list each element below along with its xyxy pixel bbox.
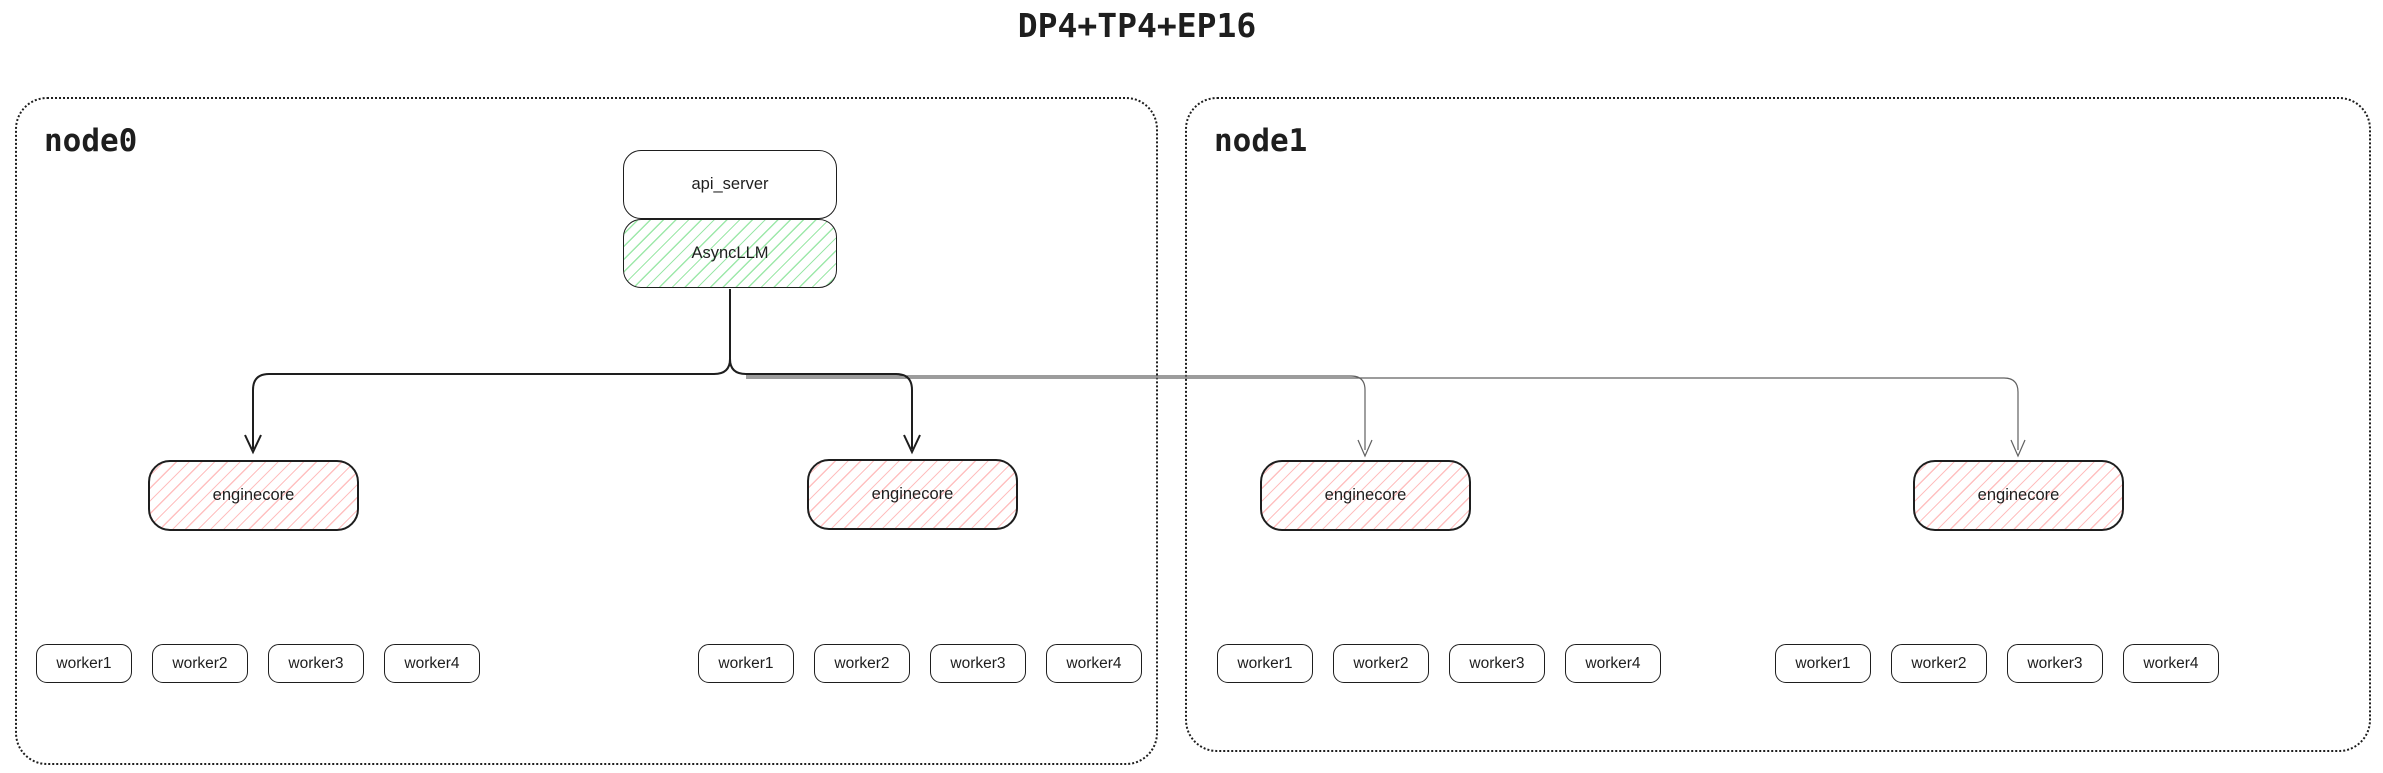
node1-label: node1: [1214, 123, 1308, 159]
enginecore-label: enginecore: [212, 486, 295, 504]
api-server-label: api_server: [691, 175, 769, 193]
worker-box: worker3: [930, 644, 1026, 683]
worker-label: worker3: [288, 654, 344, 672]
worker-label: worker2: [834, 654, 890, 672]
enginecore-box-4: enginecore: [1913, 460, 2124, 531]
worker-label: worker4: [1066, 654, 1122, 672]
worker-box: worker4: [384, 644, 480, 683]
worker-box: worker4: [1565, 644, 1661, 683]
enginecore-label: enginecore: [871, 485, 954, 503]
worker-label: worker3: [1469, 654, 1525, 672]
worker-label: worker2: [1911, 654, 1967, 672]
worker-label: worker1: [56, 654, 112, 672]
enginecore-box-2: enginecore: [807, 459, 1018, 530]
worker-label: worker2: [1353, 654, 1409, 672]
diagram-title: DP4+TP4+EP16: [1017, 6, 1257, 45]
worker-box: worker2: [152, 644, 248, 683]
worker-box: worker1: [698, 644, 794, 683]
worker-box: worker4: [1046, 644, 1142, 683]
worker-label: worker4: [404, 654, 460, 672]
worker-label: worker1: [1237, 654, 1293, 672]
worker-label: worker3: [2027, 654, 2083, 672]
worker-box: worker3: [2007, 644, 2103, 683]
worker-box: worker3: [268, 644, 364, 683]
enginecore-label: enginecore: [1977, 486, 2060, 504]
worker-label: worker1: [1795, 654, 1851, 672]
worker-box: worker3: [1449, 644, 1545, 683]
worker-box: worker1: [36, 644, 132, 683]
worker-box: worker1: [1775, 644, 1871, 683]
worker-label: worker2: [172, 654, 228, 672]
async-llm-label: AsyncLLM: [691, 244, 769, 262]
worker-box: worker1: [1217, 644, 1313, 683]
worker-label: worker4: [1585, 654, 1641, 672]
enginecore-box-3: enginecore: [1260, 460, 1471, 531]
worker-box: worker2: [1333, 644, 1429, 683]
node0-label: node0: [44, 123, 138, 159]
async-llm-box: AsyncLLM: [623, 219, 837, 288]
worker-box: worker4: [2123, 644, 2219, 683]
worker-box: worker2: [1891, 644, 1987, 683]
worker-label: worker1: [718, 654, 774, 672]
enginecore-box-1: enginecore: [148, 460, 359, 531]
api-server-box: api_server: [623, 150, 837, 219]
worker-label: worker4: [2143, 654, 2199, 672]
worker-label: worker3: [950, 654, 1006, 672]
enginecore-label: enginecore: [1324, 486, 1407, 504]
worker-box: worker2: [814, 644, 910, 683]
